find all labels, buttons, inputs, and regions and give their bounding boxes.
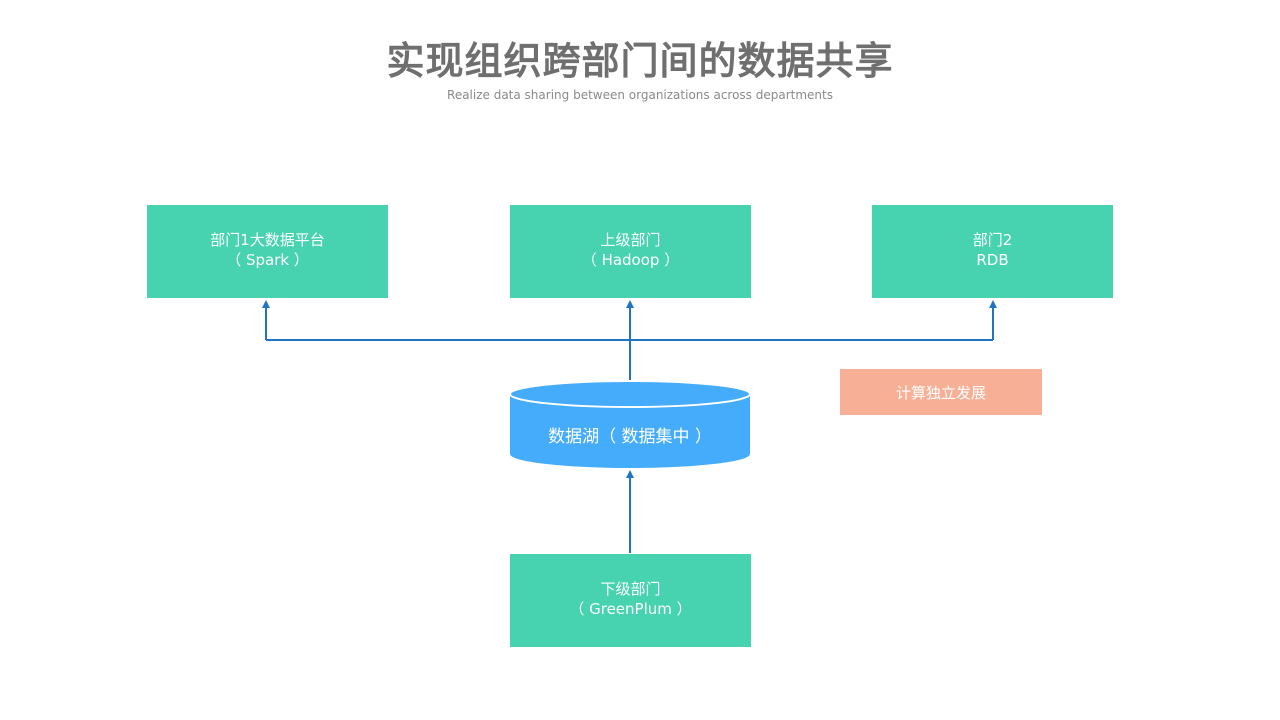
node-lower-department: 下级部门 （ GreenPlum ） [510,554,751,647]
compute-independent-label: 计算独立发展 [840,369,1042,415]
node-dept2-tech: RDB [976,250,1009,269]
node-dept1-tech: （ Spark ） [226,250,309,269]
node-upper-department: 上级部门 （ Hadoop ） [510,205,751,298]
node-dept2-title: 部门2 [972,230,1013,249]
data-lake-cylinder [509,380,751,468]
data-lake-label: 数据湖（ 数据集中 ） [548,426,712,447]
node-upper-title: 上级部门 [600,230,661,249]
node-dept1-bigdata-platform: 部门1大数据平台 （ Spark ） [147,205,388,298]
page-title: 实现组织跨部门间的数据共享 [386,39,894,83]
node-lower-title: 下级部门 [600,579,661,598]
node-upper-tech: （ Hadoop ） [581,250,680,269]
node-lower-tech: （ GreenPlum ） [569,599,692,618]
page-subtitle: Realize data sharing between organizatio… [447,88,833,102]
node-dept1-title: 部门1大数据平台 [210,230,325,249]
node-dept2: 部门2 RDB [872,205,1113,298]
